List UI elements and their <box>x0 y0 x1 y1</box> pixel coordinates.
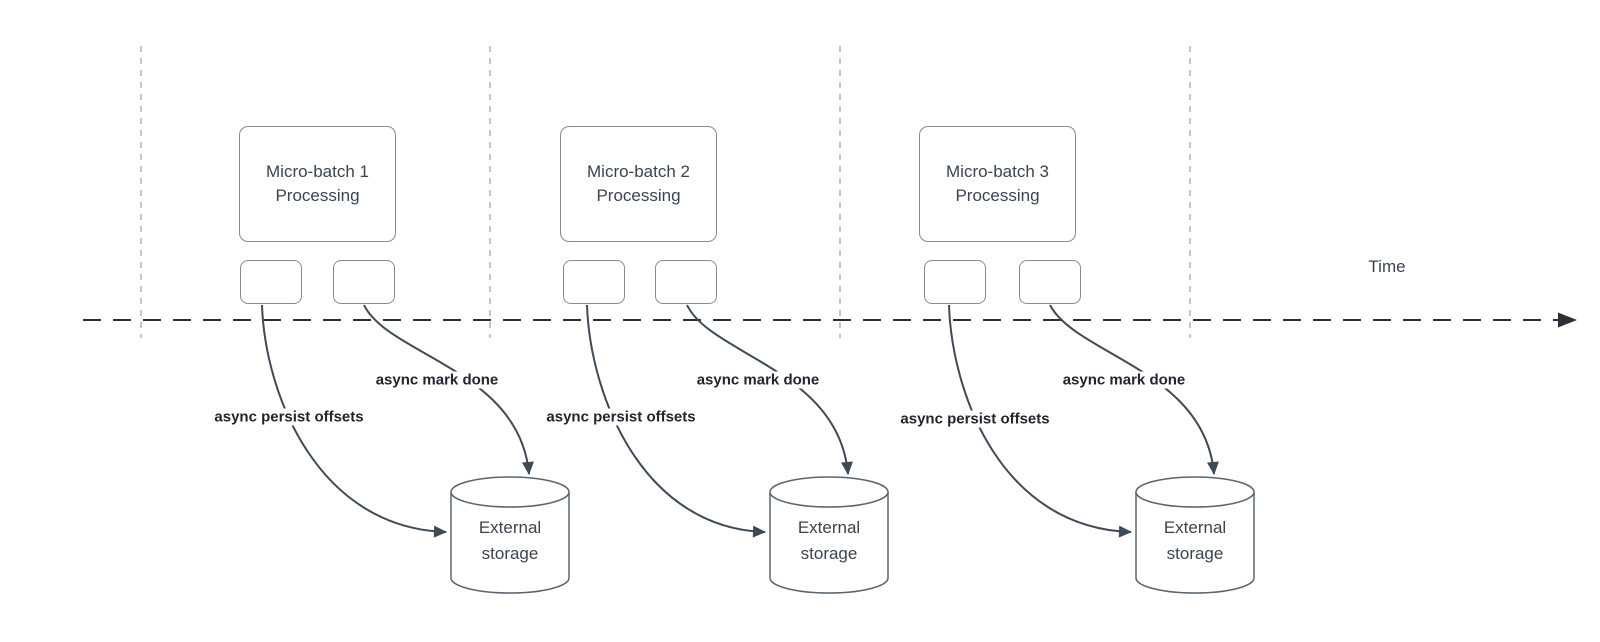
external-storage-cylinder-2 <box>769 476 889 594</box>
external-storage-label-2: External storage <box>798 515 860 567</box>
persist-offsets-arrow-3 <box>948 304 1132 538</box>
persist-offsets-label-2: async persist offsets <box>544 408 698 426</box>
external-storage-3-line1: External <box>1163 518 1227 537</box>
external-storage-cylinder-3 <box>1135 476 1255 594</box>
microbatch-3-processing-box: Micro-batch 3 Processing <box>919 126 1076 242</box>
microbatch-1-markdone-task-box <box>333 260 395 304</box>
external-storage-1-line2: storage <box>481 544 539 563</box>
external-storage-1-line1: External <box>478 518 542 537</box>
external-storage-2-line2: storage <box>800 544 858 563</box>
mark-done-label-3: async mark done <box>1060 371 1188 389</box>
microbatch-3-markdone-task-box <box>1019 260 1081 304</box>
mark-done-arrow-2 <box>686 304 853 475</box>
mark-done-label-1: async mark done <box>373 371 501 389</box>
microbatch-3-persist-task-box <box>924 260 986 304</box>
persist-offsets-arrow-2 <box>586 304 766 538</box>
persist-offsets-label-1: async persist offsets <box>212 408 366 426</box>
microbatch-3-label-line1: Micro-batch 3 <box>946 162 1049 181</box>
external-storage-cylinder-1 <box>450 476 570 594</box>
microbatch-1-label-line2: Processing <box>275 186 360 205</box>
microbatch-1-processing-box: Micro-batch 1 Processing <box>239 126 396 242</box>
microbatch-3-label-line2: Processing <box>955 186 1040 205</box>
mark-done-arrow-1 <box>363 304 534 475</box>
microbatch-2-label-line2: Processing <box>596 186 681 205</box>
microbatch-2-markdone-task-box <box>655 260 717 304</box>
external-storage-label-1: External storage <box>479 515 541 567</box>
external-storage-3-line2: storage <box>1166 544 1224 563</box>
mark-done-arrow-3 <box>1049 304 1219 475</box>
microbatch-2-label-line1: Micro-batch 2 <box>587 162 690 181</box>
external-storage-2-line1: External <box>797 518 861 537</box>
persist-offsets-label-3: async persist offsets <box>898 410 1052 428</box>
persist-offsets-arrow-1 <box>261 304 447 538</box>
mark-done-label-2: async mark done <box>694 371 822 389</box>
microbatch-1-label-line1: Micro-batch 1 <box>266 162 369 181</box>
time-axis-arrow <box>83 312 1577 328</box>
time-axis-label: Time <box>1368 257 1406 276</box>
time-axis-arrowhead-icon <box>1558 312 1577 328</box>
microbatch-2-processing-box: Micro-batch 2 Processing <box>560 126 717 242</box>
external-storage-label-3: External storage <box>1164 515 1226 567</box>
microbatch-1-persist-task-box <box>240 260 302 304</box>
microbatch-2-persist-task-box <box>563 260 625 304</box>
